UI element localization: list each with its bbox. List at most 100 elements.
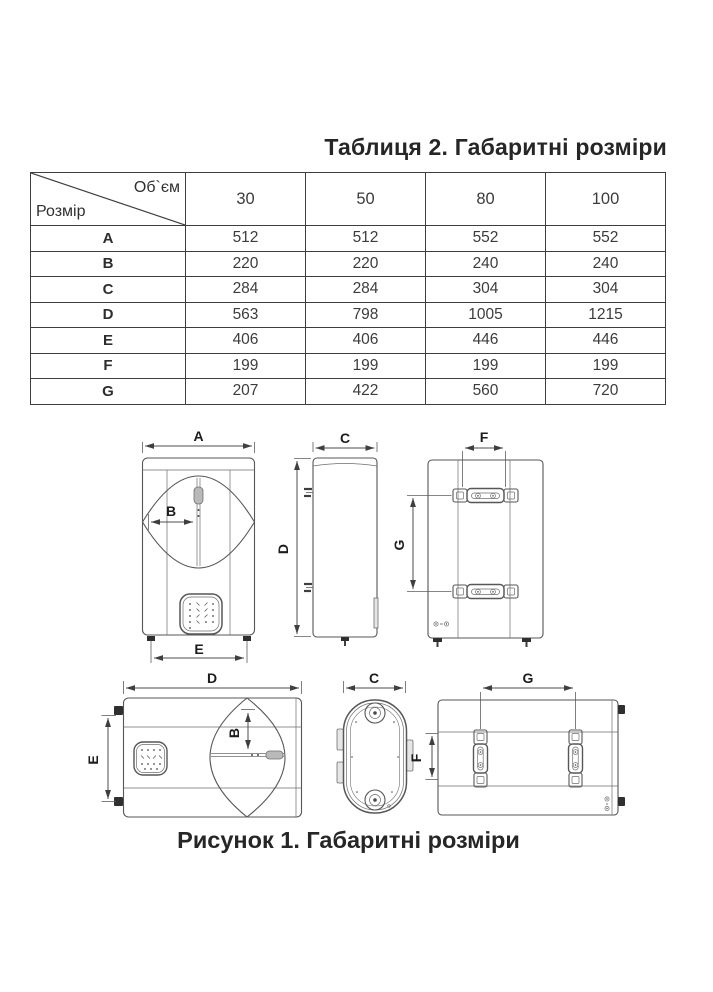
boiler-body-front (141, 457, 256, 636)
table-cell: 304 (425, 276, 546, 303)
boiler-body-side (312, 457, 378, 638)
foot (147, 636, 155, 641)
handle-knob (265, 750, 284, 760)
table-header-row: Об`єм Розмір 30 50 80 100 (30, 172, 666, 226)
table-cell: 220 (185, 250, 306, 277)
table-row: B 220 220 240 240 (30, 250, 666, 277)
control-panel (133, 741, 168, 776)
dimension-drawings: A B (85, 428, 625, 818)
row-label: A (30, 225, 186, 252)
foot (243, 636, 251, 641)
row-label: D (30, 301, 186, 328)
foot (522, 638, 531, 642)
row-label: E (30, 327, 186, 354)
table-row: C 284 284 304 304 (30, 276, 666, 303)
foot (114, 797, 123, 806)
table-cell: 422 (305, 378, 426, 405)
vback-label-f: F (480, 429, 489, 445)
side-label-c: C (340, 430, 350, 446)
pipe-fitting (364, 702, 386, 724)
wall-bracket-side (304, 582, 313, 593)
foot (618, 705, 625, 714)
side-label-d: D (275, 544, 291, 554)
figure-caption: Рисунок 1. Габаритні розміри (177, 827, 520, 853)
horizontal-front-view-drawing: D B (85, 670, 303, 818)
table-cell: 406 (185, 327, 306, 354)
table-cell: 512 (185, 225, 306, 252)
table-cell: 199 (305, 352, 426, 379)
boiler-body-horizontal-back (437, 699, 619, 816)
table-title: Таблиця 2. Габаритні розміри (324, 134, 667, 160)
hfront-label-e: E (85, 755, 101, 764)
mounting-bracket (452, 487, 519, 504)
table-cell: 552 (425, 225, 546, 252)
front-label-a: A (193, 428, 203, 444)
table-cell: 304 (545, 276, 666, 303)
bracket-tab (336, 761, 344, 784)
table-cell: 284 (305, 276, 426, 303)
table-cell: 207 (185, 378, 306, 405)
side-view-drawing: C D (275, 430, 379, 646)
front-view-drawing: A B (141, 428, 256, 663)
vback-label-g: G (391, 539, 407, 550)
mounting-bracket (452, 583, 519, 600)
oval-shell-outer (342, 699, 408, 814)
table-cell: 446 (545, 327, 666, 354)
column-header-50: 50 (305, 172, 426, 226)
row-label: F (30, 352, 186, 379)
lens-band-bottom (142, 521, 255, 569)
handle-knob (193, 486, 204, 505)
table-cell: 284 (185, 276, 306, 303)
pipe-fitting (364, 789, 386, 811)
table-cell: 512 (305, 225, 426, 252)
control-panel (179, 593, 223, 635)
hback-label-f: F (408, 753, 424, 762)
table-cell: 199 (185, 352, 306, 379)
boiler-body-horizontal (122, 697, 303, 818)
dimensions-table: Об`єм Розмір 30 50 80 100 A 512 512 552 … (30, 172, 666, 405)
table-cell: 220 (305, 250, 426, 277)
back-view-drawing: F (391, 429, 544, 647)
table-cell: 1005 (425, 301, 546, 328)
foot (341, 637, 349, 641)
row-label: G (30, 378, 186, 405)
hback-label-g: G (523, 670, 534, 686)
diagonal-divider (31, 173, 185, 225)
table-row: F 199 199 199 199 (30, 352, 666, 379)
table-cell: 720 (545, 378, 666, 405)
table-cell: 1215 (545, 301, 666, 328)
front-label-e: E (194, 641, 203, 657)
table-cell: 552 (545, 225, 666, 252)
table-cell: 446 (425, 327, 546, 354)
front-label-b: B (166, 503, 176, 519)
table-cell: 406 (305, 327, 426, 354)
table-cell: 199 (425, 352, 546, 379)
hfront-label-d: D (207, 670, 217, 686)
top-view-drawing: C (336, 670, 414, 814)
boiler-body-back (427, 459, 544, 639)
column-header-100: 100 (545, 172, 666, 226)
lens-band-top (142, 475, 255, 523)
table-cell: 240 (545, 250, 666, 277)
polarity-mark (604, 796, 610, 811)
hfront-label-b: B (226, 728, 242, 738)
oval-label-c: C (369, 670, 379, 686)
table-cell: 560 (425, 378, 546, 405)
column-header-30: 30 (185, 172, 306, 226)
bracket-tab (336, 728, 344, 751)
mounting-bracket (472, 729, 489, 788)
corner-size-label: Розмір (36, 203, 86, 220)
row-label: B (30, 250, 186, 277)
mounting-bracket (567, 729, 584, 788)
foot (114, 706, 123, 715)
foot (433, 638, 442, 642)
polarity-mark (433, 621, 449, 627)
foot (618, 797, 625, 806)
table-cell: 563 (185, 301, 306, 328)
lens-band-right (246, 697, 286, 818)
row-label: C (30, 276, 186, 303)
cable-cover-strip (373, 597, 379, 629)
table-row: E 406 406 446 446 (30, 327, 666, 354)
table-row: D 563 798 1005 1215 (30, 301, 666, 328)
